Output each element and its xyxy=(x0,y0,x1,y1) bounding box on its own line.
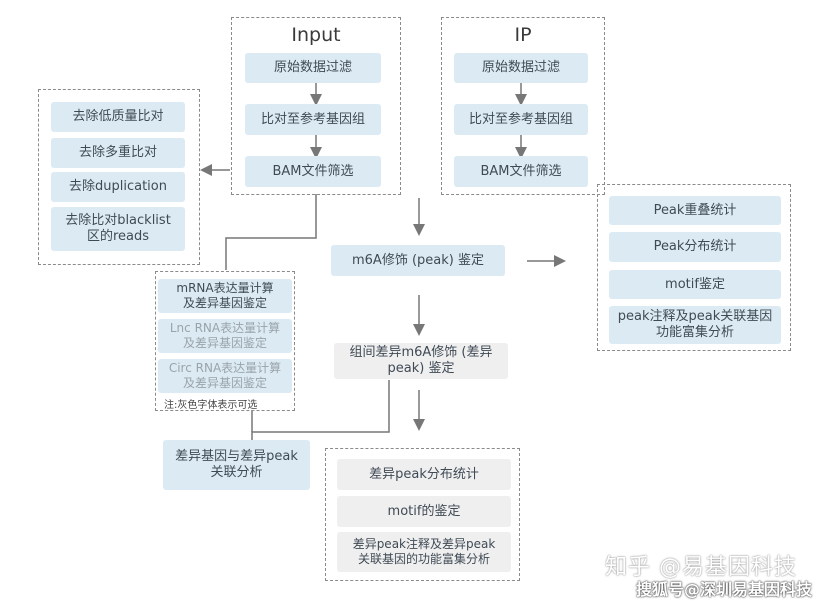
ip-step-align: 比对至参考基因组 xyxy=(454,104,588,135)
mrna-expression: mRNA表达量计算 及差异基因鉴定 xyxy=(158,279,292,313)
ip-group xyxy=(441,17,605,195)
diff-m6a-identify: 组间差异m6A修饰 (差异 peak) 鉴定 xyxy=(334,343,508,379)
input-title: Input xyxy=(291,24,341,46)
input-step-bam: BAM文件筛选 xyxy=(245,156,381,187)
ip-title: IP xyxy=(514,24,532,46)
diff-gene-peak-association: 差异基因与差异peak 关联分析 xyxy=(163,440,310,490)
diff-analysis-group xyxy=(325,448,520,581)
circ-expression: Circ RNA表达量计算 及差异基因鉴定 xyxy=(158,359,292,393)
diff-peak-distribution: 差异peak分布统计 xyxy=(337,459,511,490)
motif-identify: motif鉴定 xyxy=(609,270,781,299)
peak-annotation-enrichment: peak注释及peak关联基因 功能富集分析 xyxy=(609,306,781,344)
filter-multi-map: 去除多重比对 xyxy=(51,138,185,168)
filter-low-quality: 去除低质量比对 xyxy=(51,102,185,132)
peak-distribution-stats: Peak分布统计 xyxy=(609,232,781,262)
lnc-expression: Lnc RNA表达量计算 及差异基因鉴定 xyxy=(158,319,292,353)
filter-blacklist: 去除比对blacklist 区的reads xyxy=(51,207,185,251)
expression-group xyxy=(155,271,295,411)
input-step-align: 比对至参考基因组 xyxy=(245,104,381,135)
optional-note: 注:灰色字体表示可选 xyxy=(164,400,258,411)
input-group xyxy=(231,17,401,195)
ip-step-bam: BAM文件筛选 xyxy=(454,156,588,187)
peak-analysis-group xyxy=(597,184,791,351)
input-step-filter: 原始数据过滤 xyxy=(245,53,381,83)
ip-step-filter: 原始数据过滤 xyxy=(454,53,588,83)
filter-duplication: 去除duplication xyxy=(51,172,185,202)
watermark-sohu: 搜狐号@深圳易基因科技 xyxy=(636,580,813,599)
diff-motif-identify: motif的鉴定 xyxy=(337,496,511,527)
peak-overlap-stats: Peak重叠统计 xyxy=(609,196,781,225)
diff-peak-annotation-enrichment: 差异peak注释及差异peak 关联基因的功能富集分析 xyxy=(337,532,511,572)
m6a-peak-identify: m6A修饰 (peak) 鉴定 xyxy=(331,245,505,276)
filters-group xyxy=(38,89,200,265)
watermark-zhihu: 知乎 @易基因科技 xyxy=(605,555,797,580)
